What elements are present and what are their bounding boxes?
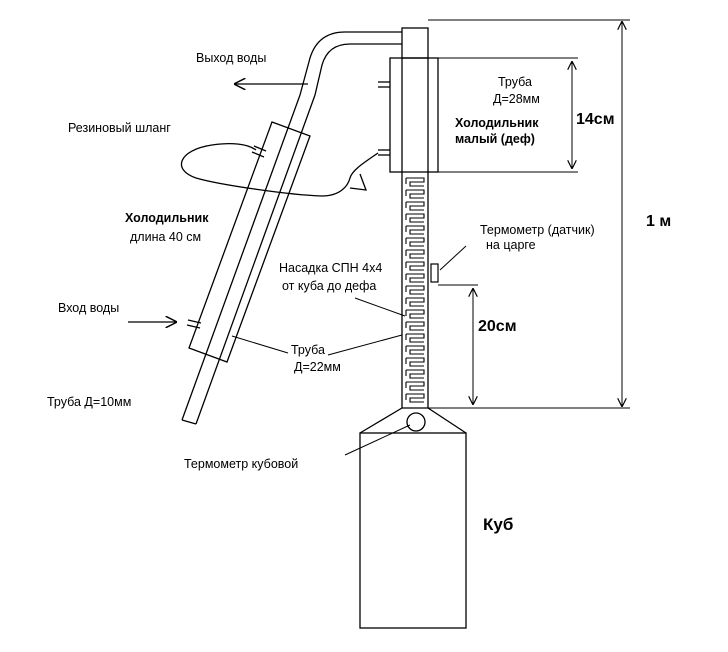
rubber-hose xyxy=(180,143,379,197)
column xyxy=(401,27,429,408)
vapor-tube xyxy=(299,31,402,96)
label-tube-28-line1: Труба xyxy=(498,75,532,89)
kettle-cone xyxy=(359,407,467,434)
kettle-thermometer-bulb xyxy=(406,412,426,432)
label-tube-28-line2: Д=28мм xyxy=(493,92,540,106)
label-small-condenser-line2: малый (деф) xyxy=(455,132,535,146)
label-thermo-column-line1: Термометр (датчик) xyxy=(480,223,595,237)
label-rubber-hose: Резиновый шланг xyxy=(68,121,171,135)
dimension-total-height: 1 м xyxy=(646,213,671,230)
packing-zigzag xyxy=(405,177,425,403)
dephlegmator xyxy=(378,57,439,173)
label-packing-line2: от куба до дефа xyxy=(282,279,376,293)
kettle xyxy=(359,407,467,629)
label-condenser-length: длина 40 см xyxy=(130,230,201,244)
label-kettle: Куб xyxy=(483,515,513,534)
dimension-deph-height: 14см xyxy=(576,111,615,128)
column-thermometer-sensor xyxy=(430,263,439,283)
label-water-in: Вход воды xyxy=(58,301,119,315)
label-tube-22-line2: Д=22мм xyxy=(294,360,341,374)
dimension-lines xyxy=(428,19,630,409)
condenser-jacket xyxy=(188,121,311,363)
dimension-sensor-height: 20см xyxy=(478,318,517,335)
label-small-condenser-line1: Холодильник xyxy=(455,116,539,130)
label-condenser-title: Холодильник xyxy=(125,211,209,225)
label-water-out: Выход воды xyxy=(196,51,266,65)
column-top xyxy=(401,27,429,59)
dephlegmator-jacket xyxy=(389,57,439,173)
label-thermo-column-line2: на царге xyxy=(486,238,536,252)
label-thermo-kettle: Термометр кубовой xyxy=(184,457,298,471)
kettle-body xyxy=(359,432,467,629)
thermo-column-leader xyxy=(439,245,467,271)
label-packing-line1: Насадка СПН 4х4 xyxy=(279,261,382,275)
main-condenser xyxy=(181,94,316,425)
label-tube-10: Труба Д=10мм xyxy=(47,395,131,409)
label-tube-22-line1: Труба xyxy=(291,343,325,357)
leader-lines xyxy=(231,297,411,456)
hose-arrow-head xyxy=(349,173,367,191)
